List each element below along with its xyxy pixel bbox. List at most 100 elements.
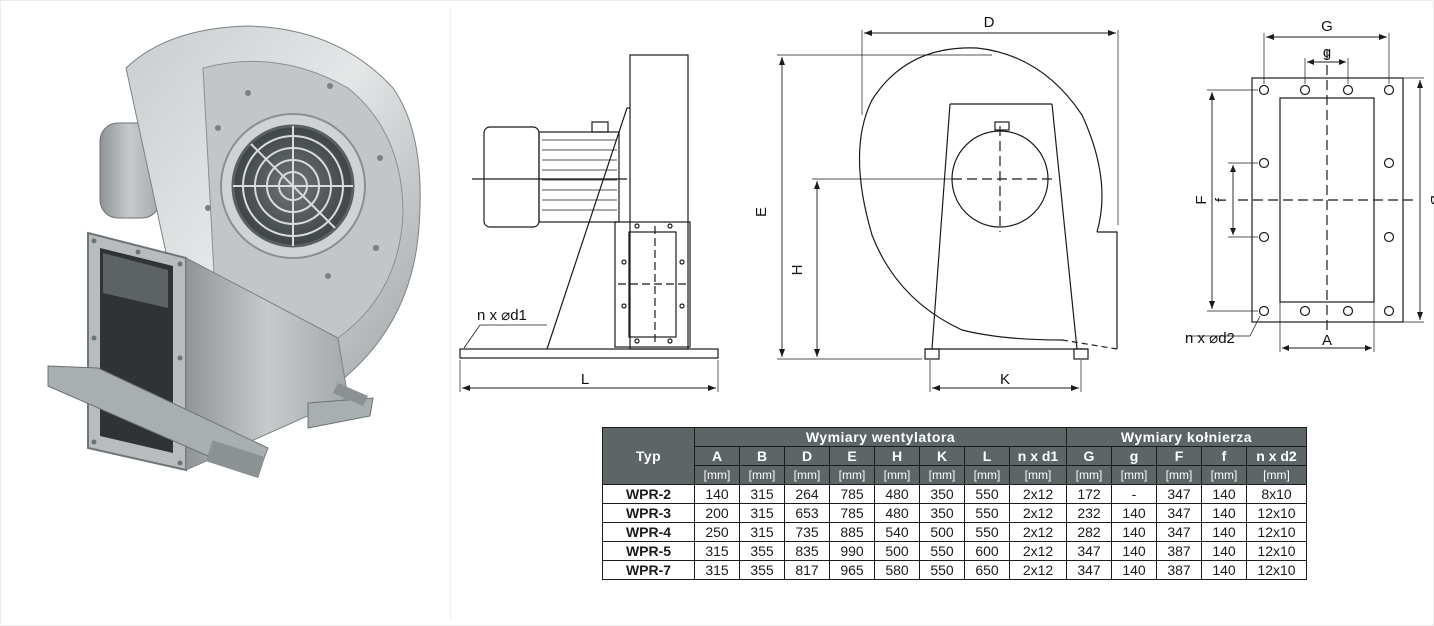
table-cell: 2x12	[1009, 541, 1067, 561]
table-cell: 550	[919, 541, 965, 561]
table-row: WPR-4 250 315 735 885 540 500 550 2x12 2…	[602, 522, 1307, 542]
column-header: n x d2	[1246, 446, 1307, 466]
unit-cell: [mm]	[1066, 465, 1112, 485]
side-view	[459, 54, 719, 392]
table-cell: -	[1111, 484, 1157, 504]
table-body: WPR-2 140 315 264 785 480 350 550 2x12 1…	[602, 484, 1307, 580]
table-cell: 350	[919, 503, 965, 523]
table-cell: 315	[694, 541, 740, 561]
label-D: D	[984, 14, 995, 31]
table-cell: 500	[919, 522, 965, 542]
label-G: G	[1321, 18, 1333, 35]
row-typ: WPR-5	[602, 541, 695, 561]
table-cell: 140	[1201, 503, 1247, 523]
unit-cell: [mm]	[784, 465, 830, 485]
table-cell: 387	[1156, 560, 1202, 580]
table-cell: 140	[694, 484, 740, 504]
unit-cell: [mm]	[694, 465, 740, 485]
group-header-flange: Wymiary kołnierza	[1066, 427, 1307, 447]
table-cell: 315	[739, 503, 785, 523]
table-cell: 8x10	[1246, 484, 1307, 504]
table-cell: 2x12	[1009, 522, 1067, 542]
table-cell: 580	[874, 560, 920, 580]
label-f: f	[1213, 197, 1230, 202]
table-cell: 2x12	[1009, 503, 1067, 523]
column-header: g	[1111, 446, 1157, 466]
label-L: L	[581, 371, 589, 388]
unit-cell: [mm]	[919, 465, 965, 485]
label-H: H	[789, 265, 806, 276]
column-header: f	[1201, 446, 1247, 466]
unit-cell: [mm]	[1201, 465, 1247, 485]
table-cell: 550	[919, 560, 965, 580]
table-cell: 550	[964, 522, 1010, 542]
column-header: n x d1	[1009, 446, 1067, 466]
table-cell: 653	[784, 503, 830, 523]
table-row: WPR-2 140 315 264 785 480 350 550 2x12 1…	[602, 484, 1307, 504]
table-cell: 315	[694, 560, 740, 580]
unit-cell: [mm]	[1111, 465, 1157, 485]
column-header: H	[874, 446, 920, 466]
table-cell: 550	[964, 484, 1010, 504]
table-cell: 140	[1201, 484, 1247, 504]
table-cell: 350	[919, 484, 965, 504]
table-cell: 140	[1201, 560, 1247, 580]
column-header: A	[694, 446, 740, 466]
table-cell: 347	[1156, 484, 1202, 504]
table-cell: 140	[1111, 541, 1157, 561]
table-cell: 785	[829, 484, 875, 504]
table-cell: 885	[829, 522, 875, 542]
column-header: G	[1066, 446, 1112, 466]
table-cell: 140	[1201, 541, 1247, 561]
unit-cell: [mm]	[739, 465, 785, 485]
table-cell: 140	[1111, 522, 1157, 542]
table-cell: 140	[1201, 522, 1247, 542]
table-cell: 347	[1156, 503, 1202, 523]
table-cell: 282	[1066, 522, 1112, 542]
flange-view	[1187, 33, 1424, 352]
table-cell: 735	[784, 522, 830, 542]
row-typ: WPR-2	[602, 484, 695, 504]
label-A: A	[1322, 332, 1332, 349]
front-view	[777, 30, 1119, 392]
technical-drawings: n x ⌀d1 L D E H K G g F f B A n x ⌀d2	[452, 0, 1434, 420]
table-cell: 12x10	[1246, 503, 1307, 523]
group-header-fan: Wymiary wentylatora	[694, 427, 1067, 447]
inlet-grille	[233, 126, 353, 246]
column-header-row: A B D E H K L n x d1 G g F f n x d2	[603, 446, 1307, 466]
table-cell: 2x12	[1009, 560, 1067, 580]
table-cell: 200	[694, 503, 740, 523]
table-cell: 172	[1066, 484, 1112, 504]
table-cell: 835	[784, 541, 830, 561]
table-cell: 347	[1066, 560, 1112, 580]
label-F: F	[1193, 195, 1210, 204]
table-row: WPR-7 315 355 817 965 580 550 650 2x12 3…	[602, 560, 1307, 580]
column-header: F	[1156, 446, 1202, 466]
unit-row: [mm] [mm] [mm] [mm] [mm] [mm] [mm] [mm] …	[603, 465, 1307, 485]
unit-cell: [mm]	[1156, 465, 1202, 485]
table-cell: 12x10	[1246, 541, 1307, 561]
table-cell: 480	[874, 503, 920, 523]
product-photo	[8, 8, 451, 620]
unit-cell: [mm]	[1246, 465, 1307, 485]
label-d2: n x ⌀d2	[1185, 330, 1235, 347]
table-cell: 550	[964, 503, 1010, 523]
column-header: D	[784, 446, 830, 466]
table-cell: 965	[829, 560, 875, 580]
table-cell: 500	[874, 541, 920, 561]
dimensions-table: Typ Wymiary wentylatora Wymiary kołnierz…	[602, 427, 1307, 580]
table-cell: 785	[829, 503, 875, 523]
table-cell: 355	[739, 560, 785, 580]
typ-header: Typ	[602, 427, 695, 485]
label-K: K	[1000, 371, 1010, 388]
table-cell: 990	[829, 541, 875, 561]
column-header: K	[919, 446, 965, 466]
table-cell: 250	[694, 522, 740, 542]
table-cell: 355	[739, 541, 785, 561]
table-row: WPR-5 315 355 835 990 500 550 600 2x12 3…	[602, 541, 1307, 561]
table-cell: 232	[1066, 503, 1112, 523]
label-d1: n x ⌀d1	[477, 307, 527, 324]
table-cell: 2x12	[1009, 484, 1067, 504]
row-typ: WPR-4	[602, 522, 695, 542]
row-typ: WPR-3	[602, 503, 695, 523]
